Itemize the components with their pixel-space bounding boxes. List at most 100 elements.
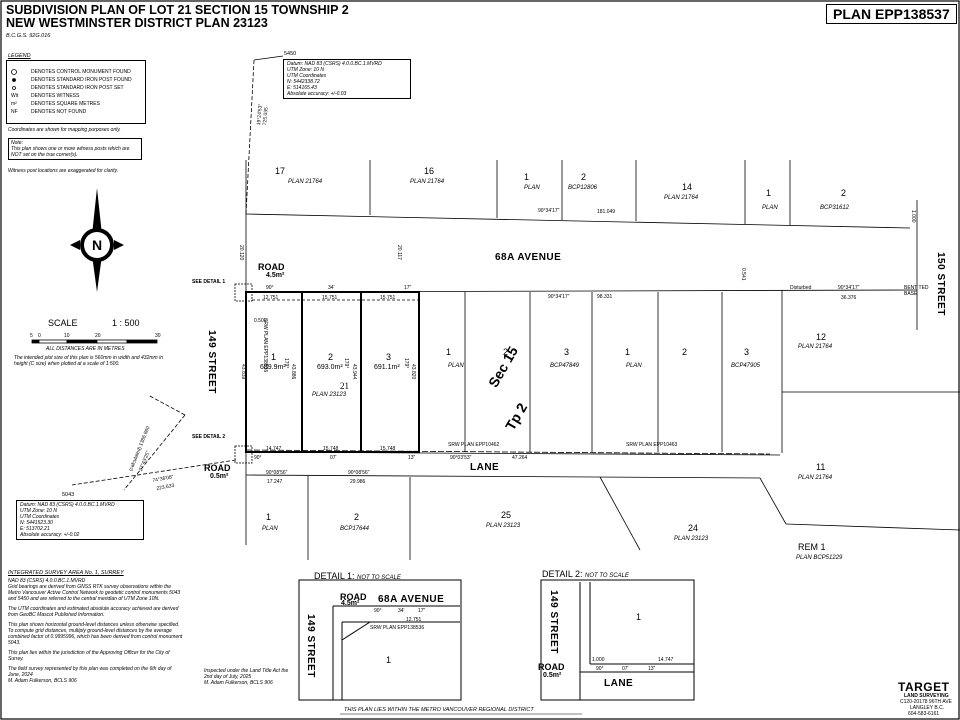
dim-distance: 17.247 [267, 479, 283, 485]
scale-ratio: 1 : 500 [112, 318, 140, 328]
dim-distance: 20.117 [396, 245, 402, 260]
legend-box: DENOTES CONTROL MONUMENT FOUND DENOTES S… [6, 60, 146, 124]
new-lot-area: 691.1m² [374, 364, 400, 371]
lot-number: 2 [841, 188, 847, 198]
integrated-title: INTEGRATED SURVEY AREA No. 1, SURREY [8, 570, 124, 576]
detail-1-street: 149 STREET [305, 614, 316, 678]
lot-number: 1 [266, 512, 272, 522]
dim-bearing: 13" [648, 666, 656, 672]
legend-item: DENOTES WITNESS [31, 93, 80, 99]
scale-label: SCALE [48, 318, 78, 328]
dim-bearing: 90°34'17" [548, 294, 570, 300]
detail-scale-note: NOT TO SCALE [585, 573, 629, 579]
lot-number: 3 [564, 347, 570, 357]
lot-number: 2 [354, 512, 360, 522]
detail-1-lot: 1 [386, 655, 392, 665]
lot-plan: PLAN 23123 [486, 523, 521, 529]
company-city: LANGLEY B.C. [910, 705, 945, 711]
detail-2-road: ROAD [538, 662, 565, 672]
company-phone: 604-583-6161 [908, 711, 940, 717]
company-logo: TARGET [898, 680, 950, 694]
lot-plan: PLAN 21764 [410, 179, 445, 185]
datum-line: Datum: NAD 83 (CSRS) 4.0.0.BC.1.MVRD [20, 502, 115, 508]
legend-title: LEGEND [8, 53, 31, 59]
lot-plan: BCP31612 [820, 205, 850, 211]
see-detail-2: SEE DETAIL 2 [192, 434, 226, 440]
srw-label: SRW PLAN EPP10463 [626, 442, 678, 448]
detail-title-text: DETAIL 2: [542, 569, 583, 579]
inspected-text: Inspected under the Land Title Act the 2… [204, 668, 289, 680]
legend-symbol: NF [11, 109, 18, 115]
scale-units: ALL DISTANCES ARE IN METRES [46, 346, 125, 352]
dim-bearing: 90° [374, 608, 382, 614]
dim-distance: 29.986 [350, 479, 366, 485]
new-lot-area: 689.9m² [260, 364, 286, 371]
integrated-para: The UTM coordinates and estimated absolu… [8, 606, 179, 618]
datum-box-bottom: Datum: NAD 83 (CSRS) 4.0.0.BC.1.MVRD UTM… [16, 500, 144, 540]
detail-1-road-area: 4.5m² [341, 600, 360, 607]
new-lot-number: 2 [328, 352, 334, 362]
dim-distance: 181.049 [597, 209, 616, 215]
street-150: 150 STREET [935, 252, 946, 316]
dim-bearing: 90° [266, 285, 274, 291]
srw-label: SRW PLAN EPP138536 [370, 625, 425, 631]
dim-bearing: 90°08'56" [266, 470, 288, 476]
bcgs-reference: B.C.G.S. 92G.016 [6, 33, 51, 39]
title-line-1: SUBDIVISION PLAN OF LOT 21 SECTION 15 TO… [6, 3, 349, 17]
lot-number: 1 [766, 188, 772, 198]
company-sub: LAND SURVEYING [904, 693, 949, 699]
dim-bearing: 17" [404, 285, 412, 291]
datum-line: E: 513702.21 [20, 526, 50, 532]
dim-distance: 0.541 [740, 268, 746, 281]
legend-item: DENOTES SQUARE METRES [31, 101, 100, 107]
dim-depth: 43.820 [410, 364, 416, 380]
parent-lot-plan: PLAN 23123 [312, 392, 347, 398]
dim-depth: 43.839 [240, 364, 246, 380]
scale-tick: 20 [95, 333, 101, 339]
lot-number: 16 [424, 166, 435, 176]
dim-distance: 0.500 [254, 318, 267, 324]
datum-box-top: Datum: NAD 83 (CSRS) 4.0.0.BC.1.MVRD UTM… [283, 59, 411, 99]
note-title: Note: [11, 140, 23, 146]
lot-number: 1 [625, 347, 631, 357]
svg-text:N: N [92, 237, 102, 253]
datum-line: UTM Coordinates [287, 73, 327, 79]
datum-line: N: 5442338.72 [287, 79, 320, 85]
lot-number: 2 [581, 172, 587, 182]
dim-bearing: 90°34'17" [538, 208, 560, 214]
lot-plan: BCP17644 [340, 526, 370, 532]
scale-tick: 0 [38, 333, 41, 339]
dim-distance: 12.751 [406, 617, 422, 623]
integrated-signature: M. Adam Fulkerson, BCLS 906 [8, 678, 77, 684]
road-bottom-area: 0.5m² [210, 473, 229, 480]
lot-number: 1 [524, 172, 530, 182]
dim-distance: 1.000 [910, 210, 916, 223]
dim-bearing: 34' [328, 285, 335, 291]
lot-plan: BCP47849 [550, 363, 580, 369]
dim-distance: 20.120 [238, 245, 244, 261]
srw-label: SRW PLAN EPP138536 [262, 318, 268, 373]
legend-symbol: Wit [11, 93, 19, 99]
detail-1-road: ROAD [340, 592, 367, 602]
legend-item: DENOTES STANDARD IRON POST FOUND [31, 77, 132, 83]
new-lot-number: 1 [271, 352, 277, 362]
detail-2-lot: 1 [636, 612, 642, 622]
street-149: 149 STREET [206, 330, 217, 394]
lot-number: 2 [503, 347, 509, 357]
datum-line: Absolute accuracy: +/-0.02 [20, 532, 80, 538]
dim-side-bearing: 179° [343, 358, 349, 369]
coords-note: Coordinates are shown for mapping purpos… [8, 127, 121, 133]
lot-number: 1 [446, 347, 452, 357]
lot-plan: PLAN [262, 526, 278, 532]
legend-item: DENOTES CONTROL MONUMENT FOUND [31, 69, 131, 75]
lot-plan: PLAN [524, 185, 540, 191]
disturbed-note: Disturbed [790, 285, 812, 291]
integrated-para: This plan lies within the jurisdiction o… [8, 650, 170, 662]
legend-symbol: m² [11, 101, 17, 107]
dim-bearing: 17" [418, 608, 426, 614]
dim-bearing: 90°34'17" [838, 285, 860, 291]
monument-5450-label: 5450 [284, 51, 297, 57]
lot-number: 24 [688, 523, 699, 533]
regional-district-note: THIS PLAN LIES WITHIN THE METRO VANCOUVE… [344, 707, 534, 713]
datum-line: Absolute accuracy: +/-0.03 [287, 91, 347, 97]
